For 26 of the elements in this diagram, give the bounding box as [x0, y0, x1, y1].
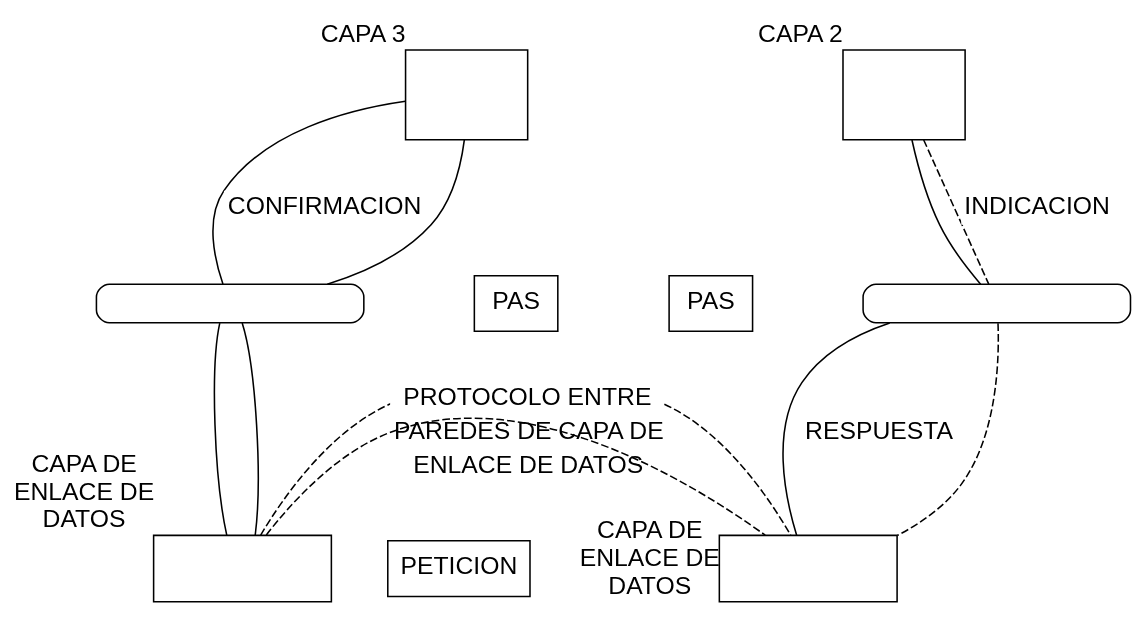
edge-label: PROTOCOLO ENTRE PAREDES DE CAPA DE ENLACE DE DATOS — [393, 382, 664, 478]
connector — [326, 138, 466, 285]
node-box: PAS — [473, 274, 559, 332]
node-box — [718, 534, 898, 603]
node-capsule — [95, 282, 365, 324]
connector — [896, 322, 1000, 536]
node-box — [404, 48, 529, 140]
node-label: CAPA 3 — [320, 19, 406, 47]
connector — [212, 100, 407, 285]
connector — [265, 417, 766, 536]
connector — [213, 321, 228, 536]
node-box — [842, 48, 966, 140]
node-label: CAPA DE ENLACE DE DATOS — [14, 449, 155, 532]
connector — [782, 321, 891, 536]
node-capsule — [862, 282, 1132, 324]
edge-label: CONFIRMACION — [227, 191, 422, 219]
connector — [911, 138, 982, 285]
node-box — [152, 534, 333, 603]
connector — [241, 321, 259, 536]
edge-label: RESPUESTA — [805, 416, 954, 444]
node-label: CAPA DE ENLACE DE DATOS — [579, 515, 720, 599]
node-label: CAPA 2 — [758, 19, 843, 47]
node-box: PETICION — [387, 539, 531, 597]
node-box: PAS — [668, 274, 754, 332]
edge-label: INDICACION — [964, 191, 1110, 219]
connector — [922, 138, 990, 285]
